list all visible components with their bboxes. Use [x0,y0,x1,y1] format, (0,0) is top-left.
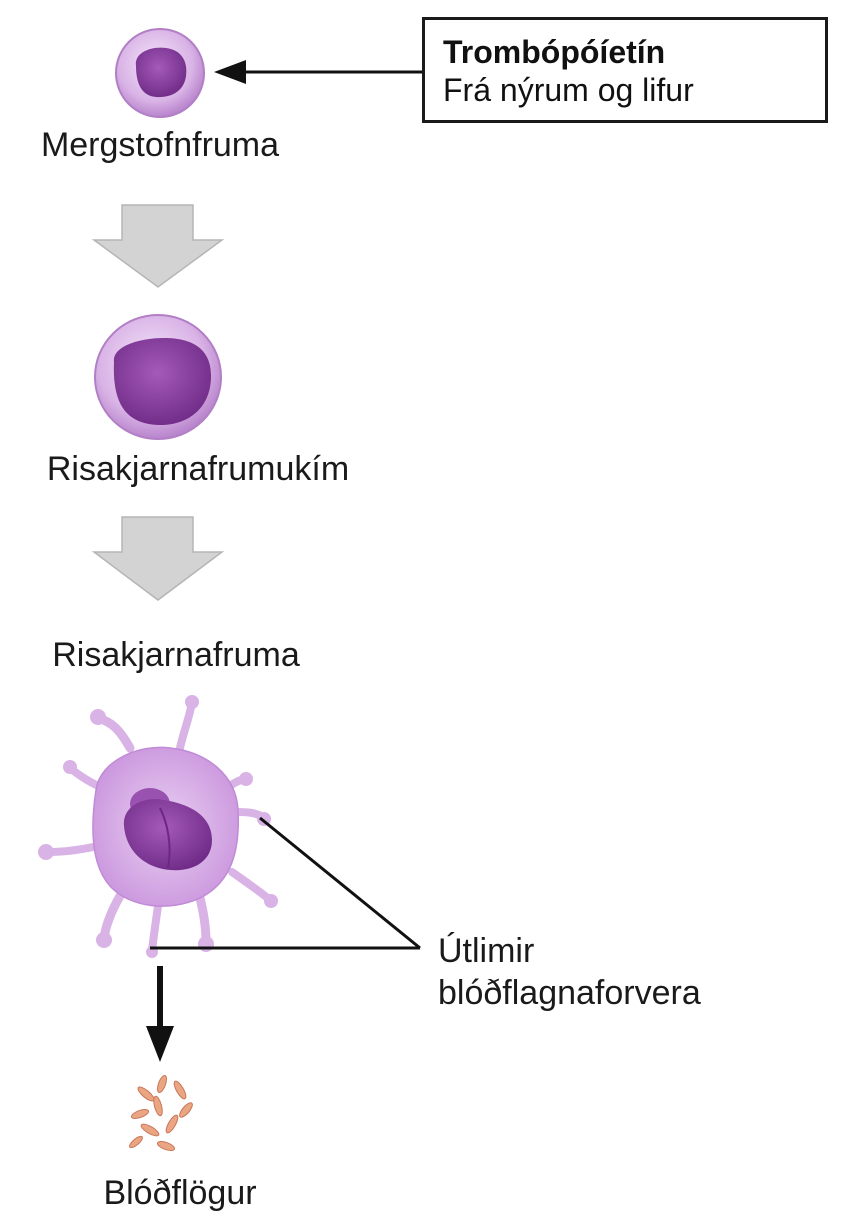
megakaryocyte-cell [38,695,278,958]
thrombopoietin-arrow [214,60,422,84]
callout-lines [150,816,421,950]
platelets [129,1074,193,1152]
thrombopoietin-title: Trombópóíetín [443,34,666,70]
megakaryocyte-label: Risakjarnafruma [52,636,300,674]
stem-cell-label: Mergstofnfruma [40,126,280,164]
proplatelet-processes-label-line2: blóðflagnaforvera [438,974,701,1012]
megakaryoblast-label: Risakjarnafrumukím [46,450,350,488]
thrombopoietin-box: Trombópóíetín Frá nýrum og lifur [422,17,828,123]
proplatelet-processes-label-line1: Útlimir [438,932,535,970]
stem-cell [115,28,205,118]
release-arrow [146,966,174,1062]
platelets-label: Blóðflögur [103,1174,257,1212]
megakaryoblast-cell [94,314,222,440]
process-arrow-1 [91,204,225,288]
process-arrow-2 [91,516,225,601]
thrombopoietin-source: Frá nýrum og lifur [443,72,694,108]
